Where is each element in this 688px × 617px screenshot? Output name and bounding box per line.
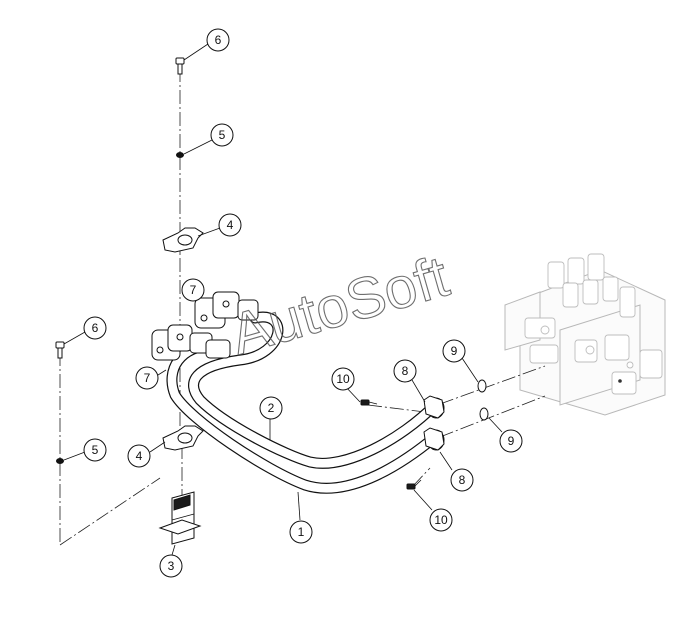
callout-10-lower: 10 [429,508,453,532]
nut-5-upper [176,152,184,158]
svg-text:5: 5 [219,128,226,142]
svg-text:1: 1 [298,525,305,539]
screw-10-lower [406,479,422,490]
callout-4-lower: 4 [127,444,151,468]
screw-10-upper [360,399,378,406]
watermark-text: AutoSoft [224,244,456,368]
callout-9-lower: 9 [499,429,523,453]
svg-text:6: 6 [92,321,99,335]
callout-7-lower: 7 [135,366,159,390]
callout-5-lower: 5 [83,438,107,462]
svg-text:10: 10 [434,513,448,527]
svg-text:4: 4 [136,449,143,463]
svg-text:5: 5 [92,443,99,457]
split-flange-8-upper [423,395,445,419]
callout-4-upper: 4 [218,213,242,237]
svg-text:7: 7 [144,371,151,385]
nut-5-lower [56,458,64,464]
svg-text:9: 9 [508,434,515,448]
svg-text:3: 3 [168,559,175,573]
flange-7-lower [151,324,231,361]
control-valve-block [504,253,666,416]
clamp-4-lower [162,425,204,451]
callout-3: 3 [159,554,183,578]
callout-1: 1 [289,520,313,544]
callout-6-lower: 6 [83,316,107,340]
callout-7-upper: 7 [181,278,205,302]
svg-text:10: 10 [336,372,350,386]
callout-6-upper: 6 [206,28,230,52]
svg-text:8: 8 [402,364,409,378]
clamp-4-upper [162,227,204,253]
svg-text:2: 2 [268,401,275,415]
bolt-6-lower [55,341,65,359]
callout-2: 2 [259,396,283,420]
split-flange-8-lower [423,427,445,451]
callout-8-lower: 8 [450,468,474,492]
svg-text:7: 7 [190,283,197,297]
tube-2 [188,311,441,469]
bolt-6-upper [175,57,185,75]
callout-5-upper: 5 [210,123,234,147]
bracket-3 [158,491,202,545]
o-ring-9-lower [479,407,489,421]
svg-text:6: 6 [215,33,222,47]
svg-text:8: 8 [459,473,466,487]
callout-9-upper: 9 [442,339,466,363]
o-ring-9-upper [477,379,487,393]
callout-8-upper: 8 [393,359,417,383]
svg-text:9: 9 [451,344,458,358]
svg-text:4: 4 [227,218,234,232]
callout-10-upper: 10 [331,367,355,391]
flange-7-upper [194,291,259,329]
leader-lines [63,43,503,556]
tube-1 [166,339,441,494]
